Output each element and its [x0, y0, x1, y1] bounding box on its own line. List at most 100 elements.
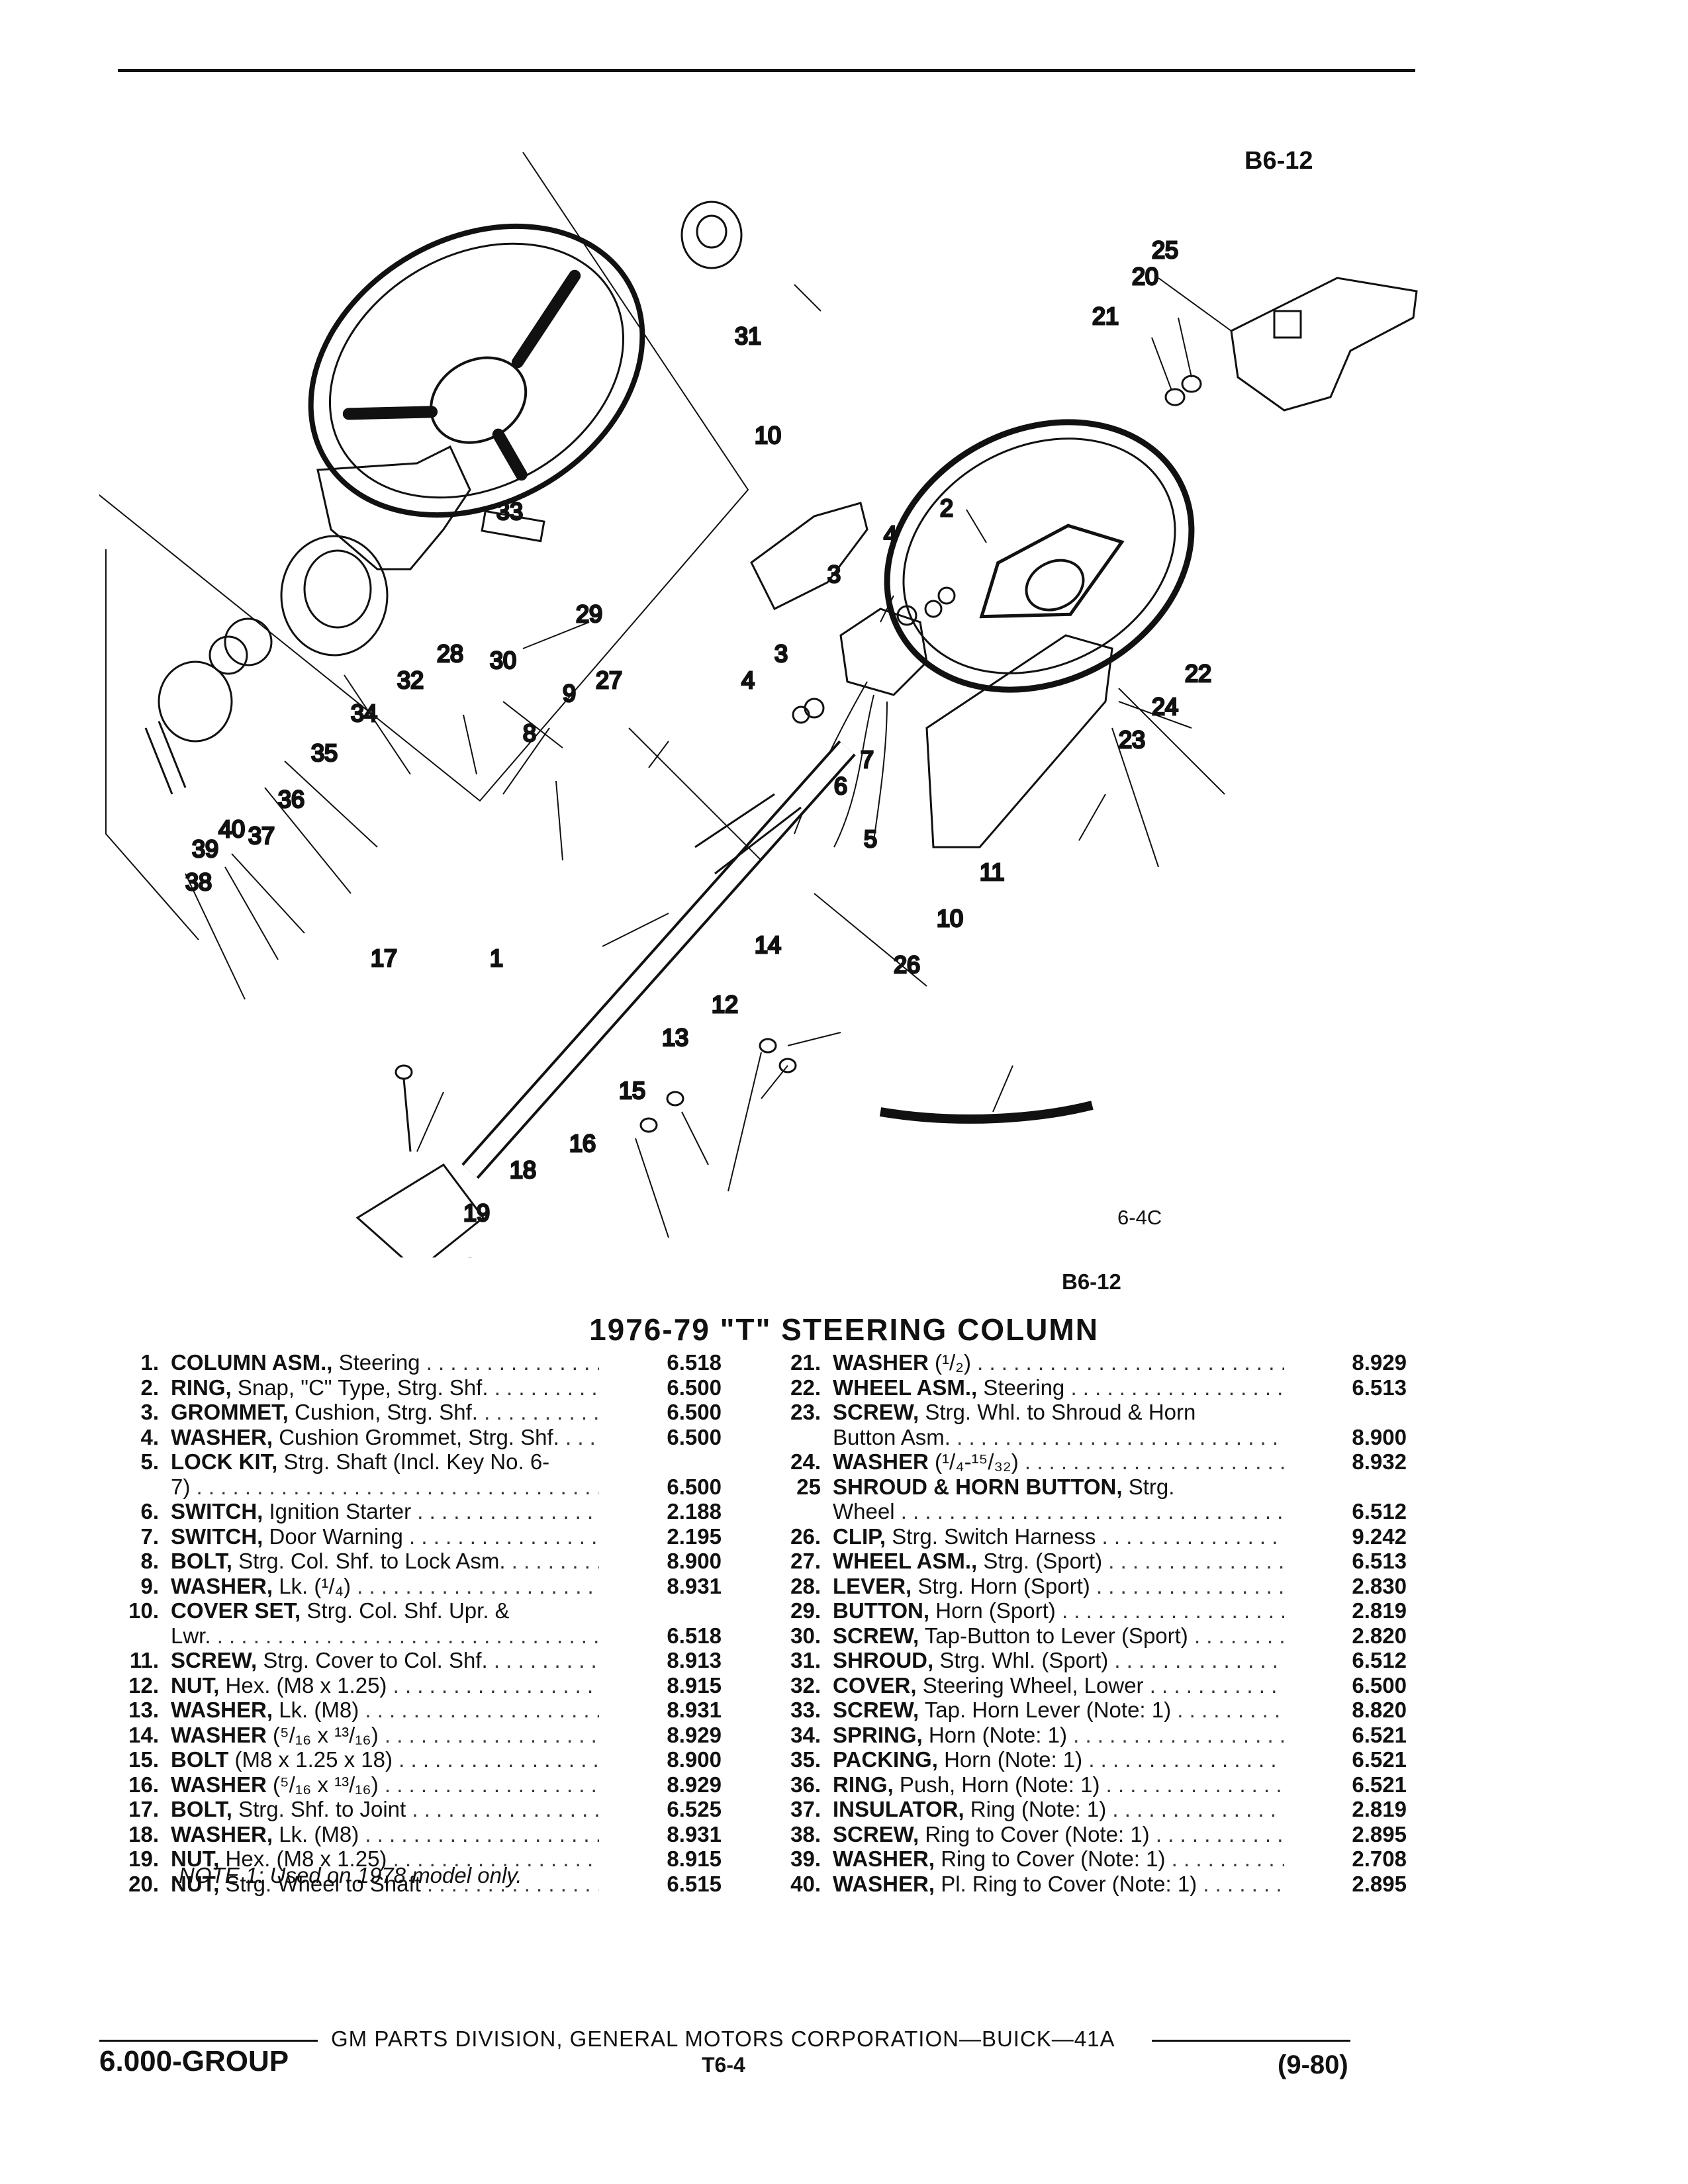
- footer-page-number: T6-4: [702, 2053, 745, 2077]
- part-name: SWITCH,: [171, 1524, 263, 1549]
- parts-list-row: 26.CLIP, Strg. Switch Harness9.242: [761, 1524, 1407, 1549]
- part-group-code: 8.900: [667, 1549, 722, 1573]
- callout-12: 12: [712, 991, 738, 1018]
- part-detail-continued: 7): [171, 1474, 191, 1499]
- part-detail: Ring to Cover (Note: 1): [925, 1821, 1150, 1846]
- callout-16: 16: [569, 1130, 596, 1157]
- parts-list-row: 28.LEVER, Strg. Horn (Sport)2.830: [761, 1574, 1407, 1599]
- part-group-code: 6.512: [1352, 1648, 1407, 1672]
- callout-31: 31: [735, 322, 761, 349]
- part-description: WASHER, Cushion Grommet, Strg. Shf.: [171, 1425, 599, 1450]
- part-detail: Push, Horn (Note: 1): [899, 1772, 1100, 1797]
- part-name: WASHER: [833, 1350, 929, 1375]
- footer-rule-right: [1152, 2040, 1350, 2042]
- part-detail: Strg. Shaft (Incl. Key No. 6-: [283, 1449, 550, 1474]
- part-group-code: 8.820: [1352, 1698, 1407, 1722]
- part-name: RING,: [171, 1375, 232, 1400]
- parts-list-row: 5.LOCK KIT, Strg. Shaft (Incl. Key No. 6…: [99, 1449, 722, 1499]
- parts-list-row: 18.WASHER, Lk. (M8)8.931: [99, 1822, 722, 1847]
- part-name: NUT,: [171, 1846, 220, 1871]
- part-group-code: 2.895: [1352, 1821, 1407, 1846]
- part-group-code: 8.915: [667, 1672, 722, 1698]
- horn-lever-part: [316, 445, 471, 570]
- figure-code: B6-12: [1244, 147, 1313, 175]
- part-description: WASHER, Pl. Ring to Cover (Note: 1): [833, 1872, 1284, 1897]
- footer-rule-left: [99, 2040, 318, 2042]
- part-detail-continued: Lwr.: [171, 1623, 211, 1648]
- parts-list-row: 9.WASHER, Lk. (¹/₄)8.931: [99, 1574, 722, 1599]
- part-group-code: 2.895: [1352, 1871, 1407, 1896]
- lower-column-cover-part: [925, 634, 1113, 848]
- part-name: SCREW,: [833, 1400, 919, 1424]
- part-detail: Lk. (¹/₄): [279, 1573, 351, 1598]
- part-group-code: 6.500: [667, 1375, 722, 1400]
- part-group-code: 6.525: [667, 1797, 722, 1821]
- parts-list-row: 35.PACKING, Horn (Note: 1)6.521: [761, 1747, 1407, 1772]
- parts-list-row: 20.NUT, Strg. Wheel to Shaft6.515: [99, 1872, 722, 1897]
- callout-20: 20: [1132, 263, 1158, 290]
- part-description: INSULATOR, Ring (Note: 1): [833, 1797, 1284, 1822]
- part-description: COLUMN ASM., Steering: [171, 1350, 599, 1375]
- callout-9: 9: [563, 680, 576, 707]
- part-name: BOLT,: [171, 1797, 232, 1821]
- part-group-code: 8.929: [667, 1722, 722, 1747]
- part-description: WASHER (⁵/₁₆ x ¹³/₁₆): [171, 1723, 599, 1748]
- callout-4b: 4: [741, 666, 755, 694]
- part-name: COVER,: [833, 1672, 917, 1698]
- part-group-code: 8.900: [1352, 1424, 1407, 1449]
- part-group-code: 2.195: [667, 1524, 722, 1549]
- callout-28: 28: [437, 640, 463, 667]
- part-detail: Steering: [983, 1375, 1065, 1400]
- part-number: 12.: [128, 1672, 159, 1698]
- part-detail: Ignition Starter: [269, 1499, 412, 1524]
- callout-15: 15: [619, 1077, 645, 1104]
- part-number: 32.: [790, 1672, 821, 1698]
- parts-list-row: 6.SWITCH, Ignition Starter2.188: [99, 1499, 722, 1524]
- callout-3a: 3: [827, 561, 841, 588]
- callout-1: 1: [490, 944, 503, 972]
- part-description: LOCK KIT, Strg. Shaft (Incl. Key No. 6-7…: [171, 1449, 599, 1499]
- part-detail: Tap. Horn Lever (Note: 1): [924, 1698, 1172, 1722]
- part-name: WASHER,: [171, 1698, 273, 1722]
- harness-clip-part: [879, 1101, 1094, 1124]
- parts-list-row: 31.SHROUD, Strg. Whl. (Sport)6.512: [761, 1648, 1407, 1673]
- steering-joint-part: [355, 1163, 485, 1257]
- callout-19: 19: [463, 1199, 490, 1226]
- part-description: BOLT (M8 x 1.25 x 18): [171, 1747, 599, 1772]
- part-detail: Strg. Switch Harness: [892, 1524, 1096, 1549]
- part-detail: (¹/₂): [935, 1350, 971, 1375]
- part-description: LEVER, Strg. Horn (Sport): [833, 1574, 1284, 1599]
- callout-22: 22: [1185, 660, 1211, 687]
- part-group-code: 2.819: [1352, 1598, 1407, 1623]
- part-name: WASHER,: [833, 1846, 935, 1871]
- parts-list-row: 7.SWITCH, Door Warning2.195: [99, 1524, 722, 1549]
- part-number: 3.: [140, 1400, 159, 1424]
- part-number: 33.: [790, 1698, 821, 1722]
- part-name: COVER SET,: [171, 1598, 301, 1623]
- callout-11: 11: [980, 858, 1004, 886]
- callout-36: 36: [278, 786, 305, 813]
- parts-list-row: 8.BOLT, Strg. Col. Shf. to Lock Asm.8.90…: [99, 1549, 722, 1574]
- callout-4a: 4: [884, 521, 897, 548]
- parts-list-row: 30.SCREW, Tap-Button to Lever (Sport)2.8…: [761, 1623, 1407, 1649]
- part-description: COVER, Steering Wheel, Lower: [833, 1673, 1284, 1698]
- part-description: WASHER, Lk. (M8): [171, 1698, 599, 1723]
- part-detail: Strg. Horn (Sport): [917, 1573, 1090, 1598]
- callout-32: 32: [397, 666, 424, 694]
- part-detail: Strg. Whl. (Sport): [939, 1648, 1109, 1672]
- part-group-code: 6.513: [1352, 1375, 1407, 1400]
- part-name: BUTTON,: [833, 1598, 930, 1623]
- part-group-code: 6.521: [1352, 1772, 1407, 1797]
- part-name: WHEEL ASM.,: [833, 1549, 978, 1573]
- push-ring-part: [158, 660, 233, 743]
- part-number: 2.: [140, 1375, 159, 1400]
- part-name: WASHER: [171, 1722, 267, 1747]
- part-number: 26.: [790, 1524, 821, 1549]
- callout-10a: 10: [755, 422, 781, 449]
- part-detail: Lk. (M8): [279, 1821, 359, 1846]
- part-group-code: 6.500: [1352, 1672, 1407, 1698]
- parts-list-row: 34.SPRING, Horn (Note: 1)6.521: [761, 1723, 1407, 1748]
